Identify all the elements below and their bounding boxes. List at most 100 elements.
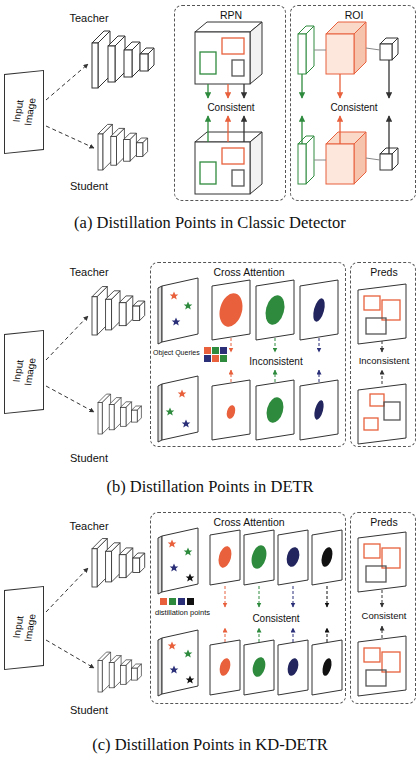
align-arrow: [207, 116, 208, 142]
align-arrow: [227, 84, 228, 98]
query-star: [170, 292, 179, 300]
role-label: Teacher: [58, 12, 120, 25]
attention-card: [212, 280, 250, 340]
query-star: [184, 302, 193, 310]
role-label: Teacher: [58, 266, 120, 279]
align-arrow: [243, 84, 244, 98]
subfigure-caption: (b) Distillation Points in DETR: [0, 478, 420, 497]
status-text: Inconsistent: [351, 356, 417, 367]
student-query-map: [158, 376, 198, 442]
input-arrow: [46, 386, 94, 412]
prediction-card: [358, 384, 406, 444]
attention-card: [212, 380, 250, 440]
subfigure-caption: (c) Distillation Points in KD-DETR: [0, 736, 420, 755]
attention-card: [312, 530, 342, 585]
query-square: [169, 598, 176, 605]
align-arrow: [293, 586, 294, 607]
attention-blob: [218, 657, 232, 677]
query-square: [220, 347, 227, 354]
image-label: Input Image: [10, 93, 39, 131]
align-arrow: [225, 586, 226, 607]
query-star: [184, 650, 193, 658]
align-arrow: [382, 370, 383, 384]
subfigure-caption: (a) Distillation Points in Classic Detec…: [0, 214, 420, 233]
prediction-boxes: [364, 648, 400, 686]
query-star: [170, 666, 179, 674]
teacher-roi: [298, 22, 398, 74]
attention-blob: [285, 546, 302, 568]
align-arrow: [301, 116, 302, 144]
query-square: [204, 347, 211, 354]
module-group: ROI Consistent: [290, 5, 416, 201]
teacher-rpn-map: [195, 22, 262, 84]
query-caption: distillation points: [155, 609, 229, 618]
input-image-box: Input Image: [4, 586, 44, 670]
status-text: Consistent: [291, 102, 417, 114]
align-arrow: [382, 590, 383, 607]
query-star: [166, 408, 175, 416]
group-heading: ROI: [291, 9, 417, 21]
input-arrow: [46, 640, 94, 668]
input-arrow: [46, 64, 88, 100]
attention-card: [256, 280, 294, 340]
align-arrow: [327, 628, 328, 642]
query-star: [170, 564, 179, 572]
student-query-map: [158, 630, 198, 696]
attention-card: [278, 640, 308, 695]
prediction-card: [358, 636, 406, 696]
query-star: [168, 642, 177, 650]
align-arrow: [231, 338, 232, 352]
attention-blob: [311, 297, 327, 323]
query-square: [204, 355, 211, 362]
query-star: [168, 540, 177, 548]
input-image-box: Input Image: [4, 330, 44, 414]
role-label: Student: [58, 180, 120, 193]
image-label: Input Image: [10, 353, 39, 391]
align-arrow: [388, 116, 389, 154]
attention-blob: [249, 544, 269, 571]
status-text: Consistent: [226, 613, 326, 625]
module-group: Cross AttentionObject QueriesInconsisten…: [150, 262, 346, 447]
pred-box: [370, 394, 384, 406]
attention-blob: [216, 291, 246, 330]
input-arrow: [46, 316, 88, 360]
attention-card: [256, 380, 294, 440]
prediction-card: [358, 532, 406, 592]
input-arrow: [46, 568, 88, 612]
group-heading: Cross Attention: [151, 516, 347, 528]
attention-card: [244, 530, 274, 585]
attention-card: [278, 530, 308, 585]
pred-box: [364, 296, 380, 310]
input-arrow: [46, 126, 94, 148]
student-roi: [298, 132, 398, 184]
teacher-query-map: [158, 528, 198, 594]
teacher-backbone: [92, 539, 145, 587]
attention-card: [312, 640, 342, 695]
prediction-boxes: [364, 544, 400, 582]
module-group: PredsConsistent: [350, 512, 416, 704]
attention-blob: [321, 657, 333, 676]
role-label: Student: [58, 452, 120, 465]
query-star: [186, 676, 195, 684]
attention-card: [210, 640, 240, 695]
group-heading: Cross Attention: [151, 266, 347, 278]
align-arrow: [319, 370, 320, 382]
align-arrow: [319, 338, 320, 352]
attention-card: [300, 380, 338, 440]
align-arrow: [275, 370, 276, 382]
query-square: [212, 355, 219, 362]
align-arrow: [327, 586, 328, 607]
align-arrow: [388, 60, 389, 98]
align-arrow: [207, 84, 208, 98]
attention-blob: [313, 399, 326, 420]
student-backbone: [98, 652, 141, 692]
student-backbone: [98, 124, 148, 170]
align-arrow: [293, 628, 294, 642]
student-backbone: [98, 394, 141, 434]
query-caption: Object Queries: [153, 349, 205, 357]
attention-card: [244, 640, 274, 695]
align-arrow: [231, 370, 232, 382]
